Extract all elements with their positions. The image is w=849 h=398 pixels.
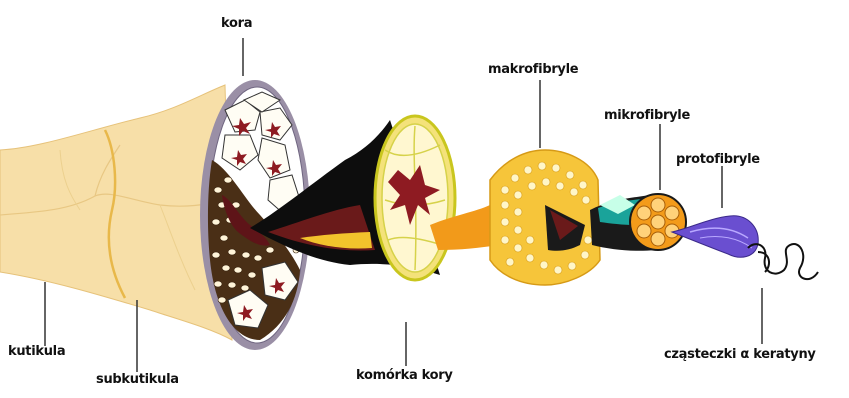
hair-shaft bbox=[0, 85, 232, 340]
label-subkutikula: subkutikula bbox=[96, 372, 179, 387]
label-protofibryle: protofibryle bbox=[676, 152, 760, 167]
label-kora: kora bbox=[221, 16, 252, 31]
label-komorka-kory: komórka kory bbox=[356, 368, 453, 383]
label-makrofibryle: makrofibryle bbox=[488, 62, 578, 77]
label-kutikula: kutikula bbox=[8, 344, 65, 359]
macrofibril bbox=[430, 150, 600, 285]
alpha-keratin-helix bbox=[748, 244, 818, 279]
label-mikrofibryle: mikrofibryle bbox=[604, 108, 690, 123]
microfibril bbox=[590, 194, 686, 251]
label-czasteczki-alfa-keratyny: cząsteczki α keratyny bbox=[664, 347, 816, 362]
